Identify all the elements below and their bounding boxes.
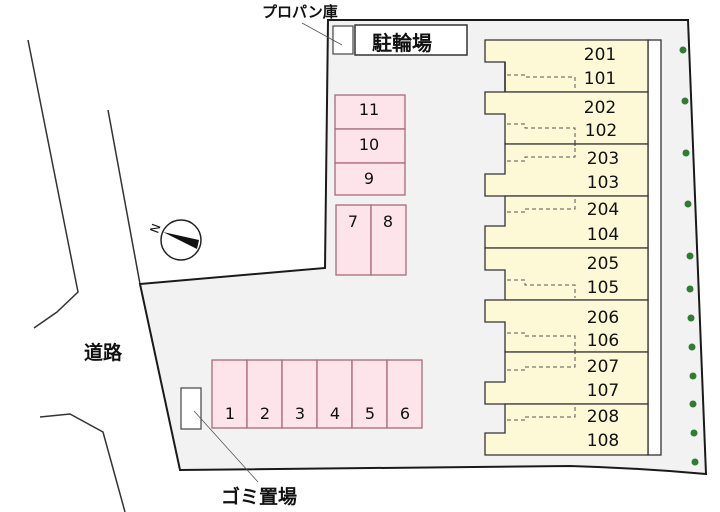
garbage-box — [180, 387, 202, 430]
north-arrow-icon: N — [147, 219, 202, 261]
dashed-partitions — [507, 74, 576, 421]
parking-stack-mid — [335, 204, 407, 276]
unit-103: 103 — [586, 173, 620, 193]
parking-slot-3: 3 — [294, 404, 306, 423]
garbage-area-label: ゴミ置場 — [221, 486, 298, 508]
unit-104: 104 — [586, 225, 620, 245]
parking-stack-top — [334, 94, 406, 196]
unit-106: 106 — [586, 331, 620, 351]
unit-201: 201 — [583, 45, 617, 65]
parking-slot-10: 10 — [358, 135, 380, 154]
unit-102: 102 — [584, 121, 618, 141]
unit-101: 101 — [583, 69, 617, 89]
unit-202: 202 — [583, 98, 617, 118]
parking-slot-8: 8 — [382, 212, 394, 231]
unit-207: 207 — [586, 357, 620, 377]
parking-slot-4: 4 — [329, 404, 341, 423]
road-label: 道路 — [84, 342, 123, 364]
parking-slot-2: 2 — [259, 404, 271, 423]
parking-slot-1: 1 — [224, 404, 236, 423]
parking-slot-7: 7 — [347, 212, 359, 231]
parking-slot-11: 11 — [358, 100, 380, 119]
unit-105: 105 — [586, 278, 620, 298]
unit-204: 204 — [586, 200, 620, 220]
parking-slot-5: 5 — [364, 404, 376, 423]
unit-208: 208 — [586, 407, 620, 427]
bicycle-parking-label: 駐輪場 — [372, 31, 432, 55]
unit-203: 203 — [586, 149, 620, 169]
unit-205: 205 — [586, 254, 620, 274]
parking-slot-9: 9 — [363, 169, 375, 188]
svg-text:N: N — [147, 222, 163, 235]
unit-206: 206 — [586, 308, 620, 328]
propane-storage-box — [332, 25, 354, 55]
propane-storage-label: プロパン庫 — [262, 3, 338, 21]
bicycle-parking-box — [354, 24, 468, 56]
road-edges — [27, 39, 141, 512]
hedge-trees — [679, 46, 699, 466]
parking-slot-6: 6 — [399, 404, 411, 423]
parking-row-bottom — [211, 359, 423, 429]
unit-107: 107 — [586, 381, 620, 401]
unit-108: 108 — [586, 431, 620, 451]
